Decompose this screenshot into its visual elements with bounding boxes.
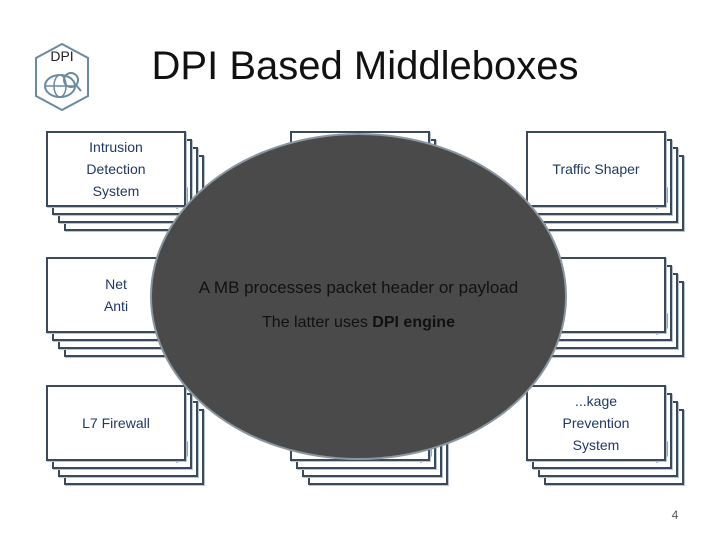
middlebox-card: Traffic Shaper (526, 131, 666, 207)
middlebox-stack: ...kage Prevention System (526, 385, 720, 495)
page-title: DPI Based Middleboxes (151, 44, 579, 88)
callout-ellipse (150, 133, 567, 460)
middlebox-card: ...kage Prevention System (526, 385, 666, 461)
middlebox-label: Traffic Shaper (552, 161, 640, 177)
logo-text: DPI (50, 48, 74, 64)
callout-line-2: The latter uses DPI engine (150, 314, 567, 332)
middlebox-label: Intrusion Detection System (86, 139, 146, 199)
middlebox-stack: L7 Firewall (46, 385, 246, 495)
dpi-logo: DPI (33, 42, 91, 112)
middlebox-card: Intrusion Detection System (46, 131, 186, 207)
middlebox-stack: Traffic Shaper (526, 131, 720, 241)
middlebox-label: ...kage Prevention System (562, 393, 630, 453)
dpi-globe-icon (35, 42, 89, 112)
callout-line-2-bold: DPI engine (372, 314, 455, 331)
page-number: 4 (671, 508, 679, 522)
callout-line-2-prefix: The latter uses (262, 314, 373, 331)
middlebox-label: Net Anti (103, 276, 129, 314)
middlebox-card: L7 Firewall (46, 385, 186, 461)
callout-line-1: A MB processes packet header or payload (198, 278, 519, 297)
middlebox-stack: Intrusion Detection System (46, 131, 246, 241)
middlebox-label: L7 Firewall (82, 415, 150, 431)
